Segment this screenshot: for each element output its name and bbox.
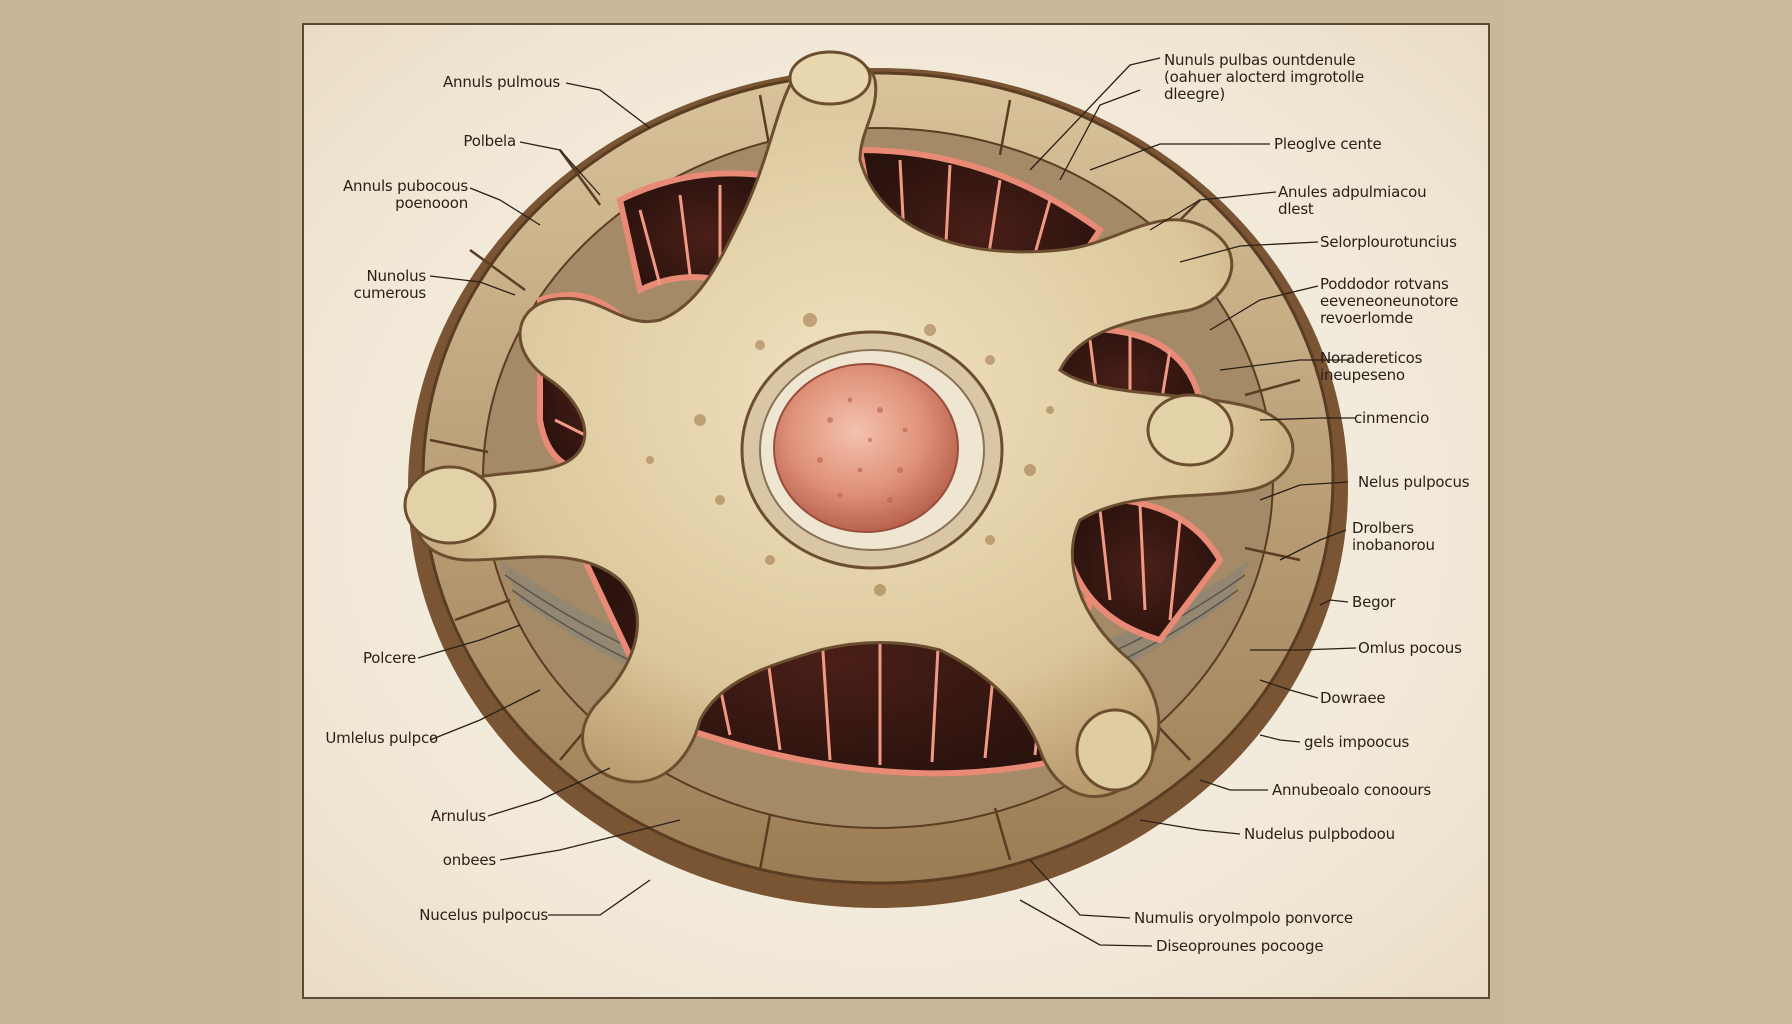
label-left-2: Polbela (463, 132, 516, 150)
label-left-3: Annuls pubocous poenooon (342, 177, 468, 212)
label-left-7: Arnulus (430, 807, 486, 825)
label-right-10: Begor (1352, 593, 1396, 611)
label-right-1: Nunuls pulbas ountdenule (oahuer alocter… (1164, 51, 1365, 103)
label-left-1: Annuls pulmous (442, 73, 560, 91)
left-background-panel (0, 0, 282, 1024)
label-right-6: Noradereticos ineupeseno (1320, 349, 1423, 384)
label-right-3: Anules adpulmiacou dlest (1278, 183, 1427, 218)
label-right-17: Diseoprounes pocooge (1156, 937, 1324, 955)
label-right-4: Selorplourotuncius (1320, 233, 1457, 251)
label-right-7: cinmencio (1354, 409, 1430, 427)
label-right-15: Nudelus pulpbodoou (1244, 825, 1395, 843)
label-right-9: Drolbers inobanorou (1352, 519, 1435, 554)
leader-lines (417, 57, 1357, 947)
label-right-16: Numulis oryolmpolo ponvorce (1134, 909, 1353, 927)
label-left-5: Polcere (363, 649, 416, 667)
label-left-6: Umlelus pulpco (325, 729, 438, 747)
label-left-9: Nucelus pulpocus (419, 906, 548, 924)
label-right-11: Omlus pocous (1358, 639, 1462, 657)
right-background-panel (1510, 0, 1792, 1024)
label-right-2: Pleoglve cente (1274, 135, 1382, 153)
label-right-12: Dowraee (1320, 689, 1386, 707)
label-left-8: onbees (442, 851, 496, 869)
label-right-14: Annubeoalo conoours (1272, 781, 1431, 799)
label-right-13: gels impoocus (1304, 733, 1410, 751)
label-left-4: Nunolus cumerous (353, 267, 427, 302)
label-right-8: Nelus pulpocus (1358, 473, 1470, 491)
nucleus-pulposus (773, 363, 959, 533)
label-right-5: Poddodor rotvans eeveneoneunotore revoer… (1320, 275, 1459, 327)
